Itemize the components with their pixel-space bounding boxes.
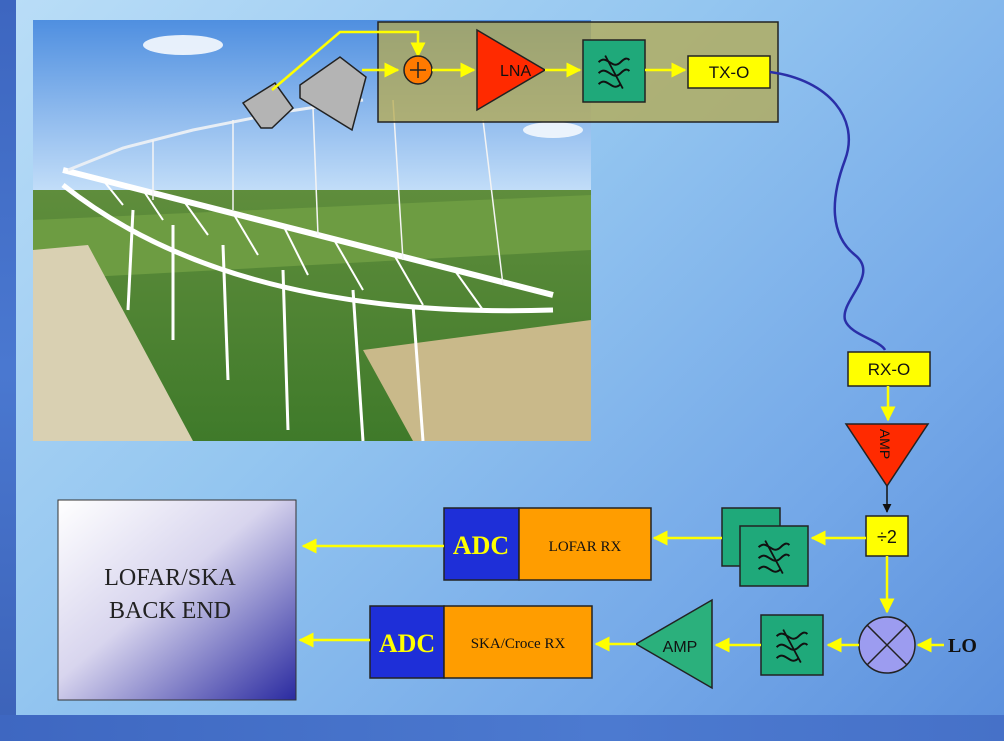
lo-label: LO bbox=[948, 635, 977, 657]
lofar-rx-label: LOFAR RX bbox=[549, 539, 622, 555]
amp-bottom-label: AMP bbox=[663, 639, 698, 656]
photo-cloud bbox=[143, 35, 223, 55]
lofar-rx-block bbox=[518, 507, 652, 581]
amp-vertical bbox=[844, 423, 930, 488]
combiner-plus-icon bbox=[410, 62, 426, 78]
tx-label: TX-O bbox=[709, 63, 750, 82]
backend-label-line1: LOFAR/SKA bbox=[104, 565, 236, 591]
divider-label: ÷2 bbox=[877, 527, 897, 547]
photo-cloud bbox=[523, 122, 583, 138]
optical-fibre-cable bbox=[769, 70, 887, 351]
amp-bottom bbox=[634, 598, 713, 690]
photo-truss-curve bbox=[61, 183, 554, 314]
mixer-cross-icon bbox=[866, 624, 908, 666]
rx-label: RX-O bbox=[868, 360, 911, 379]
backend-block bbox=[57, 499, 297, 701]
photo-support-legs bbox=[126, 209, 425, 441]
ska-rx-block bbox=[443, 605, 593, 679]
adc-label-bottom: ADC bbox=[379, 629, 435, 658]
backend-label-line2: BACK END bbox=[109, 598, 231, 624]
amp-vertical-label: AMP bbox=[877, 429, 893, 459]
adc-label-top: ADC bbox=[453, 531, 509, 560]
photo-road bbox=[33, 245, 193, 441]
bottom-edge-band bbox=[0, 715, 1004, 741]
lna-amplifier bbox=[476, 28, 547, 112]
photo-feed-line bbox=[67, 98, 364, 172]
adc-block-top bbox=[443, 507, 520, 581]
tx-optical-block bbox=[687, 55, 771, 89]
adc-block-bottom bbox=[369, 605, 445, 679]
feed-line-1 bbox=[271, 30, 426, 91]
left-edge-band bbox=[0, 0, 16, 741]
lna-label: LNA bbox=[500, 63, 531, 80]
ska-rx-label: SKA/Croce RX bbox=[471, 636, 566, 652]
photo-truss-diagonals bbox=[102, 179, 484, 311]
dipole-feed-left bbox=[241, 81, 294, 129]
frequency-divider-block bbox=[865, 515, 909, 557]
dipole-feed-right bbox=[299, 56, 367, 132]
photo-feed-supports bbox=[152, 99, 504, 286]
